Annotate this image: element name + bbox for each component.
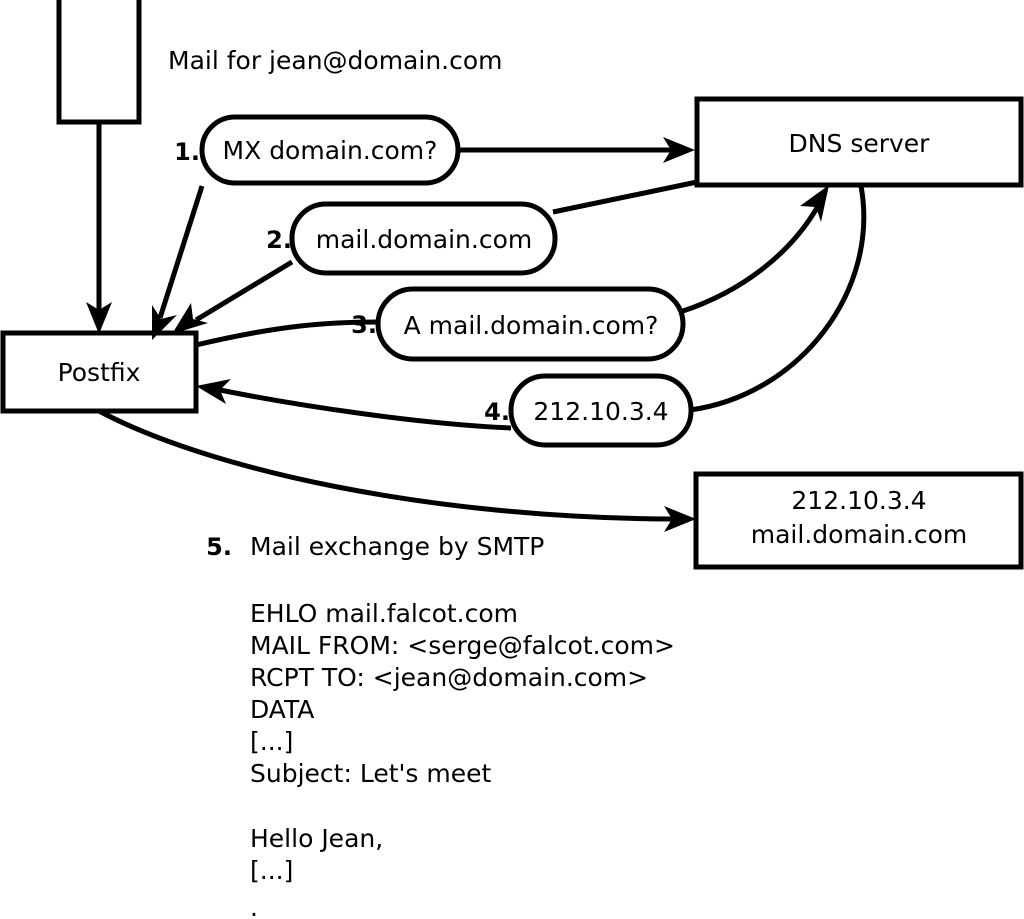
connector-step5-to-mailserver bbox=[97, 408, 673, 522]
mail-server-hostname: mail.domain.com bbox=[751, 520, 967, 549]
arrowhead-source-to-postfix bbox=[86, 302, 112, 334]
step5-number: 5. bbox=[206, 533, 232, 561]
connector-step3-from-postfix bbox=[195, 319, 379, 348]
arrowhead-step2-to-postfix bbox=[172, 303, 208, 334]
postfix-label: Postfix bbox=[58, 358, 141, 387]
header-note: Mail for jean@domain.com bbox=[168, 46, 503, 75]
postfix-box bbox=[0, 330, 199, 414]
smtp-line-2: RCPT TO: <jean@domain.com> bbox=[250, 663, 648, 692]
step4-number: 4. bbox=[484, 398, 510, 426]
mail-server-box bbox=[693, 471, 1024, 570]
step3-bubble bbox=[375, 286, 686, 362]
smtp-line-0: EHLO mail.falcot.com bbox=[250, 599, 518, 628]
step2-label: mail.domain.com bbox=[316, 225, 532, 254]
smtp-line-7: Hello Jean, bbox=[250, 824, 383, 853]
dns-server-label: DNS server bbox=[789, 129, 931, 158]
smtp-line-5: Subject: Let's meet bbox=[250, 759, 491, 788]
step1-number: 1. bbox=[174, 138, 200, 166]
arrowhead-step5-to-mailserver bbox=[664, 506, 696, 532]
step3-number: 3. bbox=[351, 311, 377, 339]
connector-step2-to-postfix bbox=[194, 259, 294, 323]
smtp-line-4: [...] bbox=[250, 727, 293, 756]
connector-step1-tail bbox=[157, 185, 205, 319]
smtp-line-1: MAIL FROM: <serge@falcot.com> bbox=[250, 631, 675, 660]
step2-bubble bbox=[289, 201, 558, 276]
mail-server-ip: 212.10.3.4 bbox=[791, 486, 926, 515]
step4-bubble bbox=[508, 373, 694, 448]
smtp-line-10: . bbox=[250, 893, 258, 919]
arrowhead-step1-to-dns bbox=[663, 137, 695, 163]
arrowhead-step4-to-postfix bbox=[196, 379, 231, 404]
connector-step3-to-dns bbox=[682, 204, 821, 314]
arrowhead-step3-to-dns bbox=[800, 185, 829, 222]
dns-server-box bbox=[694, 96, 1024, 188]
smtp-line-8: [...] bbox=[250, 856, 293, 885]
step4-label: 212.10.3.4 bbox=[533, 397, 668, 426]
step5-label: Mail exchange by SMTP bbox=[250, 532, 544, 561]
connector-step2-from-dns bbox=[552, 179, 698, 215]
step1-bubble bbox=[199, 114, 461, 186]
step1-label: MX domain.com? bbox=[223, 136, 438, 165]
connector-step4-to-postfix bbox=[219, 387, 512, 431]
arrowhead-step1-to-postfix bbox=[152, 305, 177, 340]
connector-step4-from-dns bbox=[689, 185, 867, 413]
step2-number: 2. bbox=[266, 226, 292, 254]
step3-label: A mail.domain.com? bbox=[404, 311, 659, 340]
source-box bbox=[56, 0, 142, 125]
smtp-line-3: DATA bbox=[250, 695, 314, 724]
